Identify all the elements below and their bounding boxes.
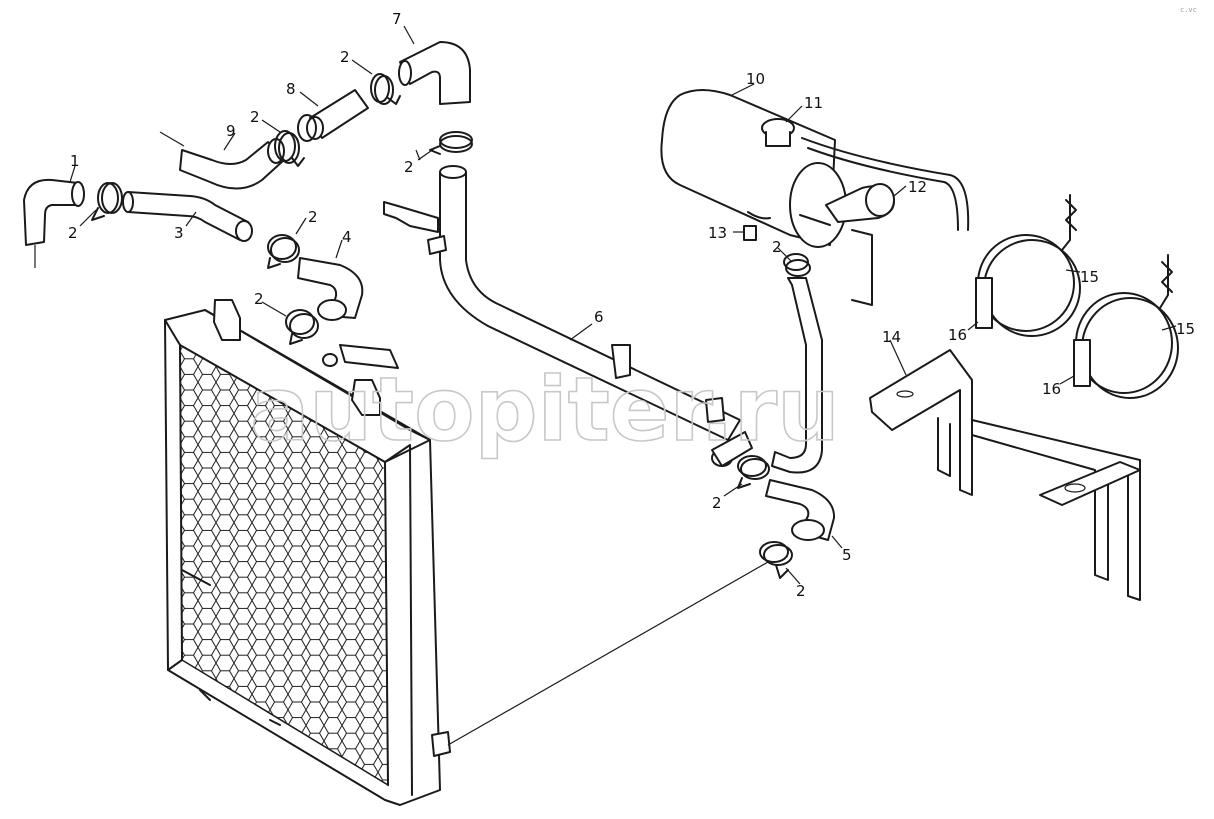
strap-clamp-15-16-lower: [1073, 254, 1179, 399]
bracket-14: [869, 349, 1141, 601]
hose-clamp: [285, 309, 319, 345]
callout-7: 7: [392, 10, 402, 28]
callout-14: 14: [882, 328, 901, 346]
hose-clamp: [297, 73, 401, 142]
callout-2: 2: [308, 208, 318, 226]
hose-clamp: [759, 541, 793, 579]
hose-7-elbow: [398, 41, 471, 105]
hose-clamp: [274, 130, 305, 167]
callout-2: 2: [68, 224, 78, 242]
radiator-grille: [164, 299, 451, 806]
connector-tube: [322, 344, 399, 369]
exhaust-outlet-12: [825, 183, 895, 223]
callout-10: 10: [746, 70, 765, 88]
callout-2: 2: [772, 238, 782, 256]
fitting-13: [743, 225, 757, 241]
hose-clamp: [91, 182, 123, 221]
cap-11: [761, 118, 795, 147]
connection-line: [447, 561, 769, 746]
callout-5: 5: [842, 546, 852, 564]
callout-6: 6: [594, 308, 604, 326]
hose-clamp: [737, 455, 770, 489]
hose-8: [306, 89, 369, 140]
callout-labels: 1 2 3 2 4 9 2 8 2 7 2 2 6 10 11 12 13 2 …: [68, 10, 1195, 600]
callout-13: 13: [708, 224, 727, 242]
callout-16: 16: [1042, 380, 1061, 398]
callout-16: 16: [948, 326, 967, 344]
callout-2: 2: [340, 48, 350, 66]
hose-clamp: [429, 131, 473, 155]
watermark-text: autopiter.ru: [250, 358, 840, 461]
callout-15: 15: [1080, 268, 1099, 286]
callout-9: 9: [226, 122, 236, 140]
callout-2: 2: [254, 290, 264, 308]
callout-4: 4: [342, 228, 352, 246]
callout-1: 1: [70, 152, 80, 170]
callout-2: 2: [796, 582, 806, 600]
hose-4-elbow: [297, 257, 364, 321]
hose-9: [179, 138, 285, 190]
muffler-10: [660, 89, 970, 306]
callout-2: 2: [404, 158, 414, 176]
hose-1-elbow: [23, 178, 85, 268]
strap-clamp-15-16-upper: [975, 194, 1081, 337]
callout-12: 12: [908, 178, 927, 196]
callout-8: 8: [286, 80, 296, 98]
corner-mark: c.vc: [1180, 6, 1197, 14]
callout-11: 11: [804, 94, 823, 112]
tail-pipe: [771, 253, 823, 474]
pipe-6: [383, 165, 753, 467]
leader-lines: [69, 25, 1177, 585]
callout-15: 15: [1176, 320, 1195, 338]
hose-3: [122, 191, 253, 242]
hose-5-elbow: [765, 479, 836, 541]
callout-3: 3: [174, 224, 184, 242]
hose-clamp: [267, 234, 300, 269]
callout-2: 2: [712, 494, 722, 512]
callout-2: 2: [250, 108, 260, 126]
